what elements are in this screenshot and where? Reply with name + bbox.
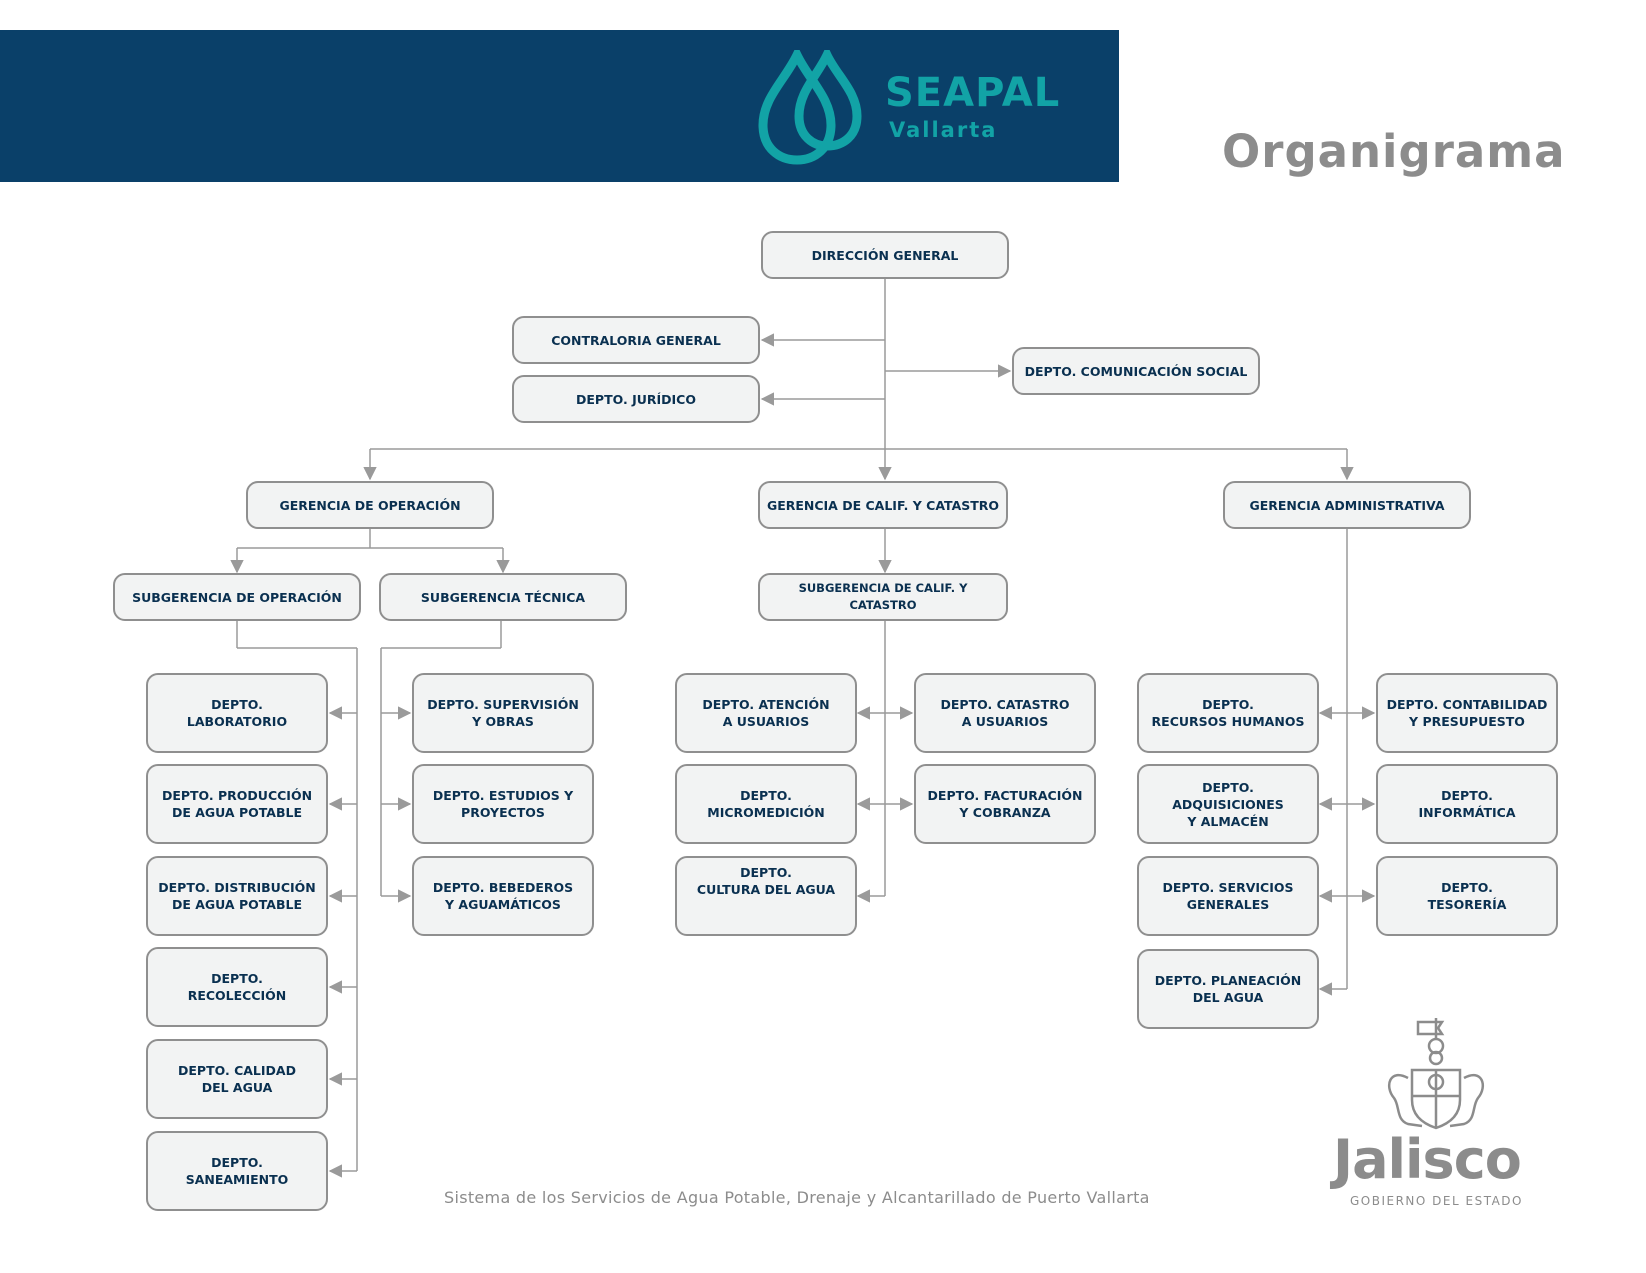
node-depto-atencion: DEPTO. ATENCIÓN A USUARIOS <box>675 673 857 753</box>
node-depto-laboratorio: DEPTO. LABORATORIO <box>146 673 328 753</box>
node-depto-estudios: DEPTO. ESTUDIOS Y PROYECTOS <box>412 764 594 844</box>
jalisco-wordmark: Jalisco <box>1333 1128 1522 1191</box>
node-depto-produccion: DEPTO. PRODUCCIÓN DE AGUA POTABLE <box>146 764 328 844</box>
brand-name: SEAPAL <box>885 70 1061 116</box>
node-depto-facturacion: DEPTO. FACTURACIÓN Y COBRANZA <box>914 764 1096 844</box>
gobierno-label: GOBIERNO DEL ESTADO <box>1350 1194 1523 1208</box>
node-contraloria-general: CONTRALORIA GENERAL <box>512 316 760 364</box>
node-depto-adquisiciones: DEPTO. ADQUISICIONES Y ALMACÉN <box>1137 764 1319 844</box>
node-depto-tesoreria: DEPTO. TESORERÍA <box>1376 856 1558 936</box>
node-direccion-general: DIRECCIÓN GENERAL <box>761 231 1009 279</box>
page-title: Organigrama <box>1222 125 1566 178</box>
node-depto-calidad: DEPTO. CALIDAD DEL AGUA <box>146 1039 328 1119</box>
node-depto-catastro: DEPTO. CATASTRO A USUARIOS <box>914 673 1096 753</box>
node-gerencia-operacion: GERENCIA DE OPERACIÓN <box>246 481 494 529</box>
node-depto-distribucion: DEPTO. DISTRIBUCIÓN DE AGUA POTABLE <box>146 856 328 936</box>
seapal-drop-logo <box>758 50 862 165</box>
node-depto-cultura: DEPTO. CULTURA DEL AGUA <box>675 856 857 936</box>
node-gerencia-calif-catastro: GERENCIA DE CALIF. Y CATASTRO <box>758 481 1008 529</box>
node-depto-recoleccion: DEPTO. RECOLECCIÓN <box>146 947 328 1027</box>
node-depto-juridico: DEPTO. JURÍDICO <box>512 375 760 423</box>
node-depto-bebederos: DEPTO. BEBEDEROS Y AGUAMÁTICOS <box>412 856 594 936</box>
node-subgerencia-tecnica: SUBGERENCIA TÉCNICA <box>379 573 627 621</box>
node-depto-servicios: DEPTO. SERVICIOS GENERALES <box>1137 856 1319 936</box>
node-depto-micromedicion: DEPTO. MICROMEDICIÓN <box>675 764 857 844</box>
node-depto-planeacion: DEPTO. PLANEACIÓN DEL AGUA <box>1137 949 1319 1029</box>
node-depto-supervision: DEPTO. SUPERVISIÓN Y OBRAS <box>412 673 594 753</box>
footer-caption: Sistema de los Servicios de Agua Potable… <box>444 1188 1150 1207</box>
node-depto-saneamiento: DEPTO. SANEAMIENTO <box>146 1131 328 1211</box>
node-depto-comunicacion-social: DEPTO. COMUNICACIÓN SOCIAL <box>1012 347 1260 395</box>
jalisco-coat-of-arms-icon <box>1388 1018 1484 1130</box>
node-depto-contabilidad: DEPTO. CONTABILIDAD Y PRESUPUESTO <box>1376 673 1558 753</box>
header-banner <box>0 30 1119 182</box>
brand-city: Vallarta <box>889 118 998 142</box>
node-gerencia-administrativa: GERENCIA ADMINISTRATIVA <box>1223 481 1471 529</box>
node-depto-rh: DEPTO. RECURSOS HUMANOS <box>1137 673 1319 753</box>
node-subgerencia-calif-catastro: SUBGERENCIA DE CALIF. Y CATASTRO <box>758 573 1008 621</box>
node-subgerencia-operacion: SUBGERENCIA DE OPERACIÓN <box>113 573 361 621</box>
node-depto-informatica: DEPTO. INFORMÁTICA <box>1376 764 1558 844</box>
